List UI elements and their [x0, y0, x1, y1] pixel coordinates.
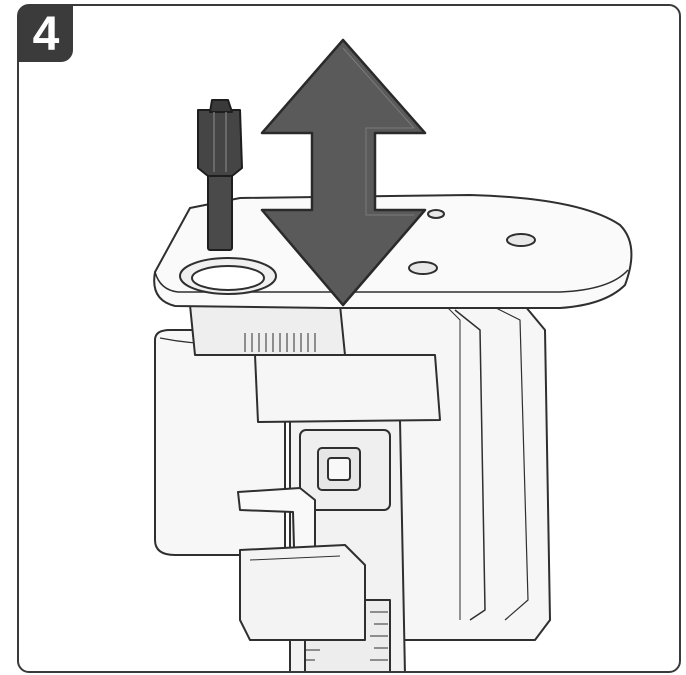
step-number: 4 [32, 7, 60, 61]
double-vertical-arrow-icon [260, 38, 427, 307]
step-number-badge: 4 [19, 6, 73, 62]
gear-ring [189, 304, 441, 423]
router-bit-icon [197, 99, 243, 251]
latch-mechanism [299, 429, 391, 511]
lower-base [239, 544, 366, 641]
